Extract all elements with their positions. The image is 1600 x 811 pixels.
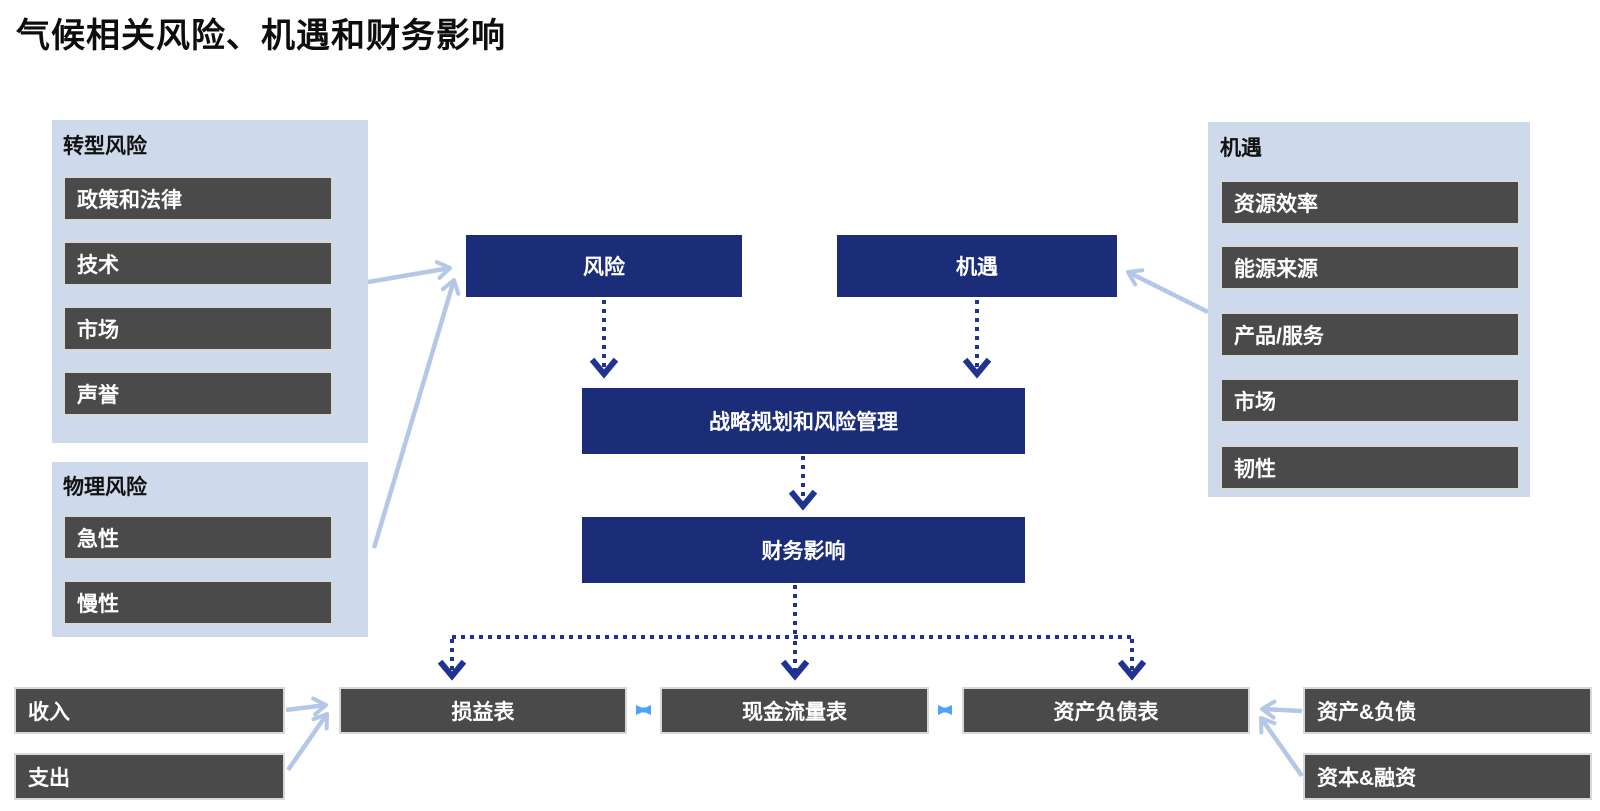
arrow-assets-to-balance bbox=[1260, 699, 1303, 720]
item-energy-source: 能源来源 bbox=[1220, 245, 1520, 290]
item-technology: 技术 bbox=[63, 241, 333, 286]
box-capital-financing: 资本&融资 bbox=[1303, 753, 1592, 800]
arrow-capital-to-balance bbox=[1259, 716, 1304, 778]
arrow-income-to-pnl bbox=[285, 696, 328, 717]
flow-box-opportunity: 机遇 bbox=[837, 235, 1117, 297]
item-acute: 急性 bbox=[63, 515, 333, 560]
flow-box-risk: 风险 bbox=[466, 235, 742, 297]
item-policy-legal: 政策和法律 bbox=[63, 176, 333, 221]
box-cashflow-statement: 现金流量表 bbox=[660, 687, 929, 734]
arrow-transition-to-risk bbox=[367, 260, 452, 285]
panel-opportunity: 机遇 bbox=[1208, 122, 1530, 497]
arrow-panel-to-opportunity bbox=[1126, 268, 1210, 315]
item-market-opportunity: 市场 bbox=[1220, 378, 1520, 423]
panel-opportunity-header: 机遇 bbox=[1220, 137, 1262, 160]
page-title: 气候相关风险、机遇和财务影响 bbox=[16, 17, 506, 55]
flow-box-financial-impact: 财务影响 bbox=[582, 517, 1025, 583]
box-balance-sheet: 资产负债表 bbox=[962, 687, 1250, 734]
box-pnl-statement: 损益表 bbox=[339, 687, 627, 734]
panel-physical-risk-header: 物理风险 bbox=[63, 476, 147, 499]
box-expense: 支出 bbox=[14, 753, 285, 800]
item-chronic: 慢性 bbox=[63, 580, 333, 625]
panel-transition-risk-header: 转型风险 bbox=[63, 135, 147, 158]
arrow-physical-to-risk bbox=[371, 278, 461, 549]
box-income: 收入 bbox=[14, 687, 285, 734]
item-market-risk: 市场 bbox=[63, 306, 333, 351]
item-resilience: 韧性 bbox=[1220, 445, 1520, 490]
box-assets-liabilities: 资产&负债 bbox=[1303, 687, 1592, 734]
item-products-services: 产品/服务 bbox=[1220, 312, 1520, 357]
item-resource-efficiency: 资源效率 bbox=[1220, 180, 1520, 225]
item-reputation: 声誉 bbox=[63, 371, 333, 416]
arrow-expense-to-pnl bbox=[286, 712, 329, 772]
flow-box-strategy-risk-management: 战略规划和风险管理 bbox=[582, 388, 1025, 454]
